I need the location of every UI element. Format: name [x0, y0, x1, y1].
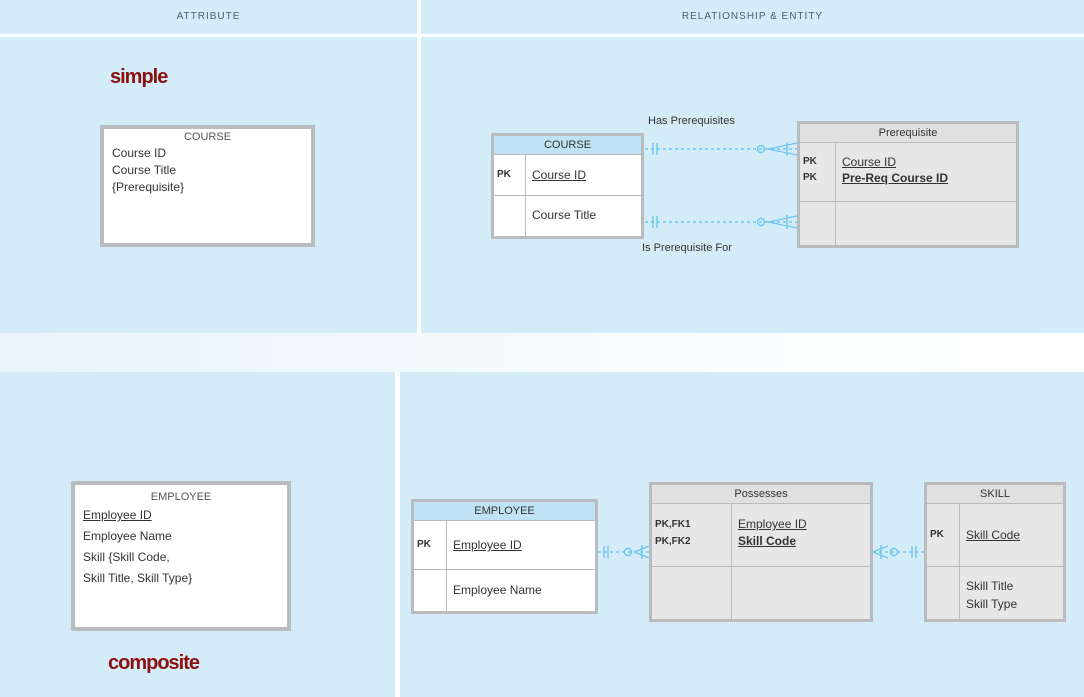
- pk-key: PK: [803, 172, 817, 183]
- course-entity: COURSE PK Course ID Course Title: [491, 133, 644, 239]
- course-entity-title: COURSE: [494, 136, 641, 155]
- skill-code-attr: Skill Code: [738, 534, 797, 548]
- attribute-row: Employee Name: [83, 529, 172, 543]
- pk-fk-key: PK,FK2: [655, 536, 691, 547]
- skill-type-attr: Skill Type: [966, 597, 1018, 611]
- employee-attribute-title: EMPLOYEE: [150, 491, 212, 503]
- attribute-header: ATTRIBUTE: [176, 11, 241, 22]
- header-divider: [0, 34, 1084, 37]
- simple-label: simple: [110, 66, 168, 88]
- course-id-attr: Course ID: [532, 168, 587, 182]
- course-attribute-title: COURSE: [183, 131, 232, 143]
- panel-gap: [0, 333, 1084, 372]
- pk-key: PK: [803, 156, 817, 167]
- employee-entity-title: EMPLOYEE: [414, 502, 595, 521]
- employee-attribute-box: EMPLOYEE Employee ID Employee Name Skill…: [71, 481, 291, 631]
- course-title-attr: Course Title: [532, 208, 597, 222]
- attribute-row: {Prerequisite}: [112, 180, 185, 194]
- skill-entity-title: SKILL: [927, 485, 1063, 504]
- has-prerequisites-label: Has Prerequisites: [648, 115, 735, 127]
- attribute-row: Skill {Skill Code,: [83, 550, 170, 564]
- attribute-row: Skill Title, Skill Type}: [83, 571, 193, 585]
- pk-key: PK: [494, 155, 526, 195]
- skill-code-attr: Skill Code: [966, 528, 1021, 542]
- possesses-entity: Possesses PK,FK1 PK,FK2 Employee ID Skil…: [649, 482, 873, 622]
- is-prerequisite-for-label: Is Prerequisite For: [642, 242, 732, 254]
- pk-key: PK: [414, 521, 447, 569]
- skill-title-attr: Skill Title: [966, 579, 1014, 593]
- skill-entity: SKILL PK Skill Code Skill Title Skill Ty…: [924, 482, 1066, 622]
- employee-id-attr: Employee ID: [738, 517, 807, 531]
- employee-name-attr: Employee Name: [453, 583, 542, 597]
- course-attribute-box: COURSE Course ID Course Title {Prerequis…: [100, 125, 315, 247]
- employee-id-attr: Employee ID: [453, 538, 522, 552]
- attribute-row: Employee ID: [83, 508, 152, 522]
- employee-entity: EMPLOYEE PK Employee ID Employee Name: [411, 499, 598, 614]
- relationship-header: RELATIONSHIP & ENTITY: [681, 11, 824, 22]
- composite-label: composite: [108, 652, 200, 674]
- prerequisite-entity-title: Prerequisite: [800, 124, 1016, 143]
- pk-key: PK: [927, 504, 960, 566]
- course-id-attr: Course ID: [842, 155, 897, 169]
- attribute-row: Course ID: [112, 146, 167, 160]
- prereq-course-id-attr: Pre-Req Course ID: [842, 171, 949, 185]
- attribute-row: Course Title: [112, 163, 177, 177]
- prerequisite-entity: Prerequisite PK PK Course ID Pre-Req Cou…: [797, 121, 1019, 248]
- possesses-entity-title: Possesses: [652, 485, 870, 504]
- pk-fk-key: PK,FK1: [655, 519, 691, 530]
